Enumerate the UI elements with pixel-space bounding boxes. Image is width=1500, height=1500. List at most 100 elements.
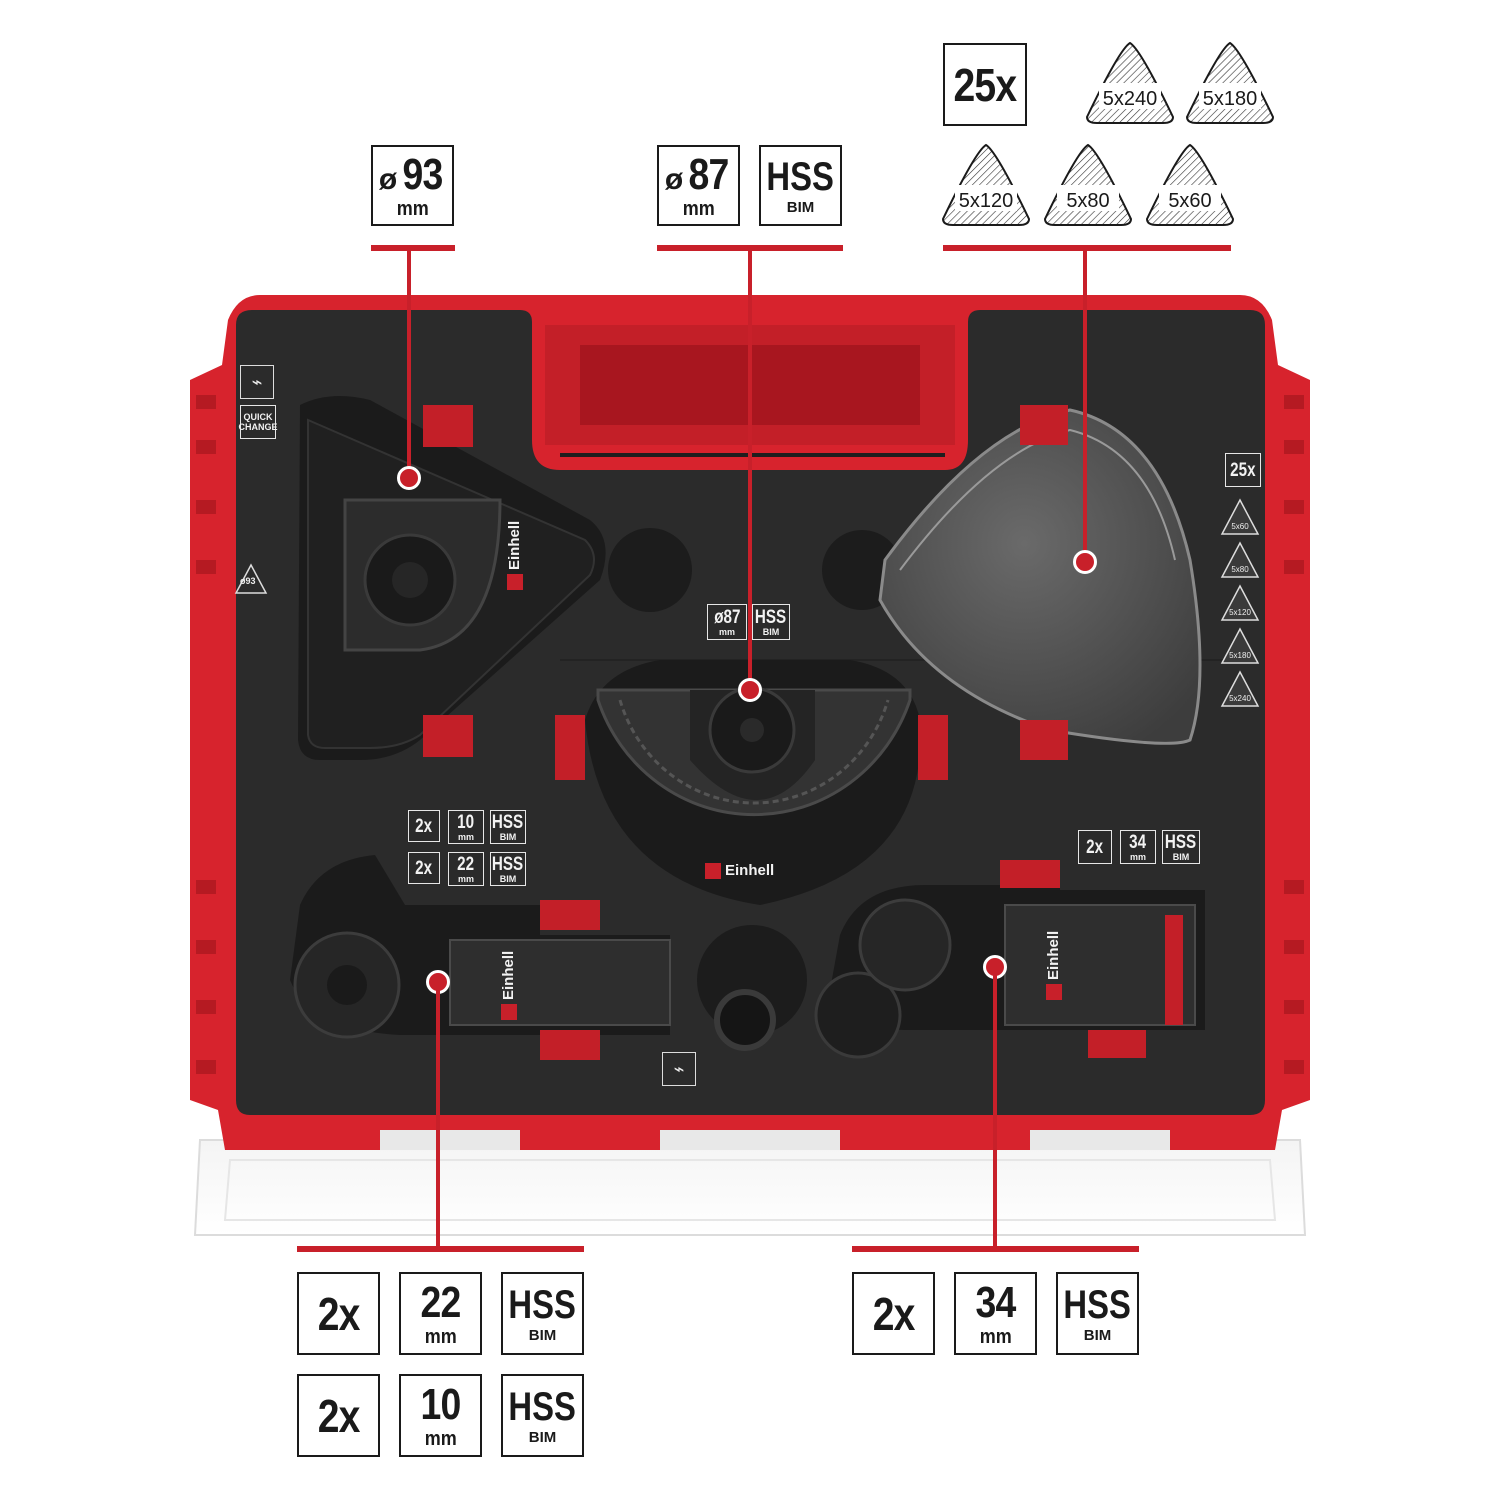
left-blade-1-count-value: 2x: [317, 1287, 361, 1340]
brand-name: Einhell: [725, 862, 775, 879]
pad-callout-line: [407, 245, 411, 480]
blade-callout-dot: [738, 678, 762, 702]
segment-saw-blade: [555, 660, 948, 1051]
diameter-symbol: ø: [378, 162, 398, 196]
right-blades-callout-line: [993, 967, 997, 1248]
tray-center-material-sub: BIM: [762, 626, 780, 637]
grit-triangle: 5x240: [1085, 41, 1175, 124]
grit-triangle: 5x60: [1145, 143, 1235, 226]
tray-grit-triangle: 5x180: [1220, 627, 1260, 664]
tray-center-dia-unit: mm: [718, 626, 735, 637]
tray-grit-triangle: 5x80: [1220, 541, 1260, 578]
brand-mark-center: Einhell: [705, 862, 774, 879]
quick-change-top: QUICK: [243, 412, 273, 422]
einhell-logo-icon: [705, 862, 721, 879]
blade-diameter-unit: mm: [682, 197, 715, 220]
pad-dia-badge: ø93: [234, 563, 268, 597]
tray-grit-triangle: 5x120: [1220, 584, 1260, 621]
grit-triangle: 5x80: [1043, 143, 1133, 226]
multitool-icon: ⌁: [240, 365, 274, 399]
blade-diameter-value: 87: [688, 149, 730, 199]
blade-callout-line: [748, 245, 752, 690]
pad-diameter-value: 93: [402, 149, 444, 199]
tray-center-material-value: HSS: [755, 606, 787, 628]
einhell-logo-icon: [500, 1004, 517, 1020]
grit-label: 5x240: [1103, 88, 1158, 110]
sanding-callout-line: [1083, 245, 1087, 563]
tray-left-row2-count: 2x: [408, 852, 440, 884]
left-blade-1-count: 2x: [297, 1272, 380, 1355]
tray-grit-label: 5x60: [1231, 522, 1249, 531]
right-blade-material: HSS BIM: [1056, 1272, 1139, 1355]
brand-mark-left: Einhell: [500, 951, 517, 1020]
grit-label: 5x180: [1203, 88, 1258, 110]
tray-center-dia: ø87 mm: [707, 604, 747, 640]
right-blades-callout-bar: [852, 1246, 1139, 1252]
left-blade-1-width-unit: mm: [424, 1325, 457, 1348]
sanding-callout-dot: [1073, 550, 1097, 574]
tray-grit-triangles: 5x60 5x80 5x120 5x180 5x240: [1220, 498, 1260, 707]
tray-grit-label: 5x120: [1229, 608, 1251, 617]
right-blade-material-value: HSS: [1063, 1282, 1132, 1327]
delta-sanding-pad: [298, 396, 692, 760]
tray-grit-triangle: 5x240: [1220, 670, 1260, 707]
right-blade-count: 2x: [852, 1272, 935, 1355]
pad-dia-text: ø93: [240, 576, 256, 586]
sanding-count-value: 25x: [953, 58, 1018, 111]
quick-change-label: QUICK CHANGE: [239, 405, 278, 439]
delta-pad-icon: [234, 563, 268, 594]
left-blade-2-count: 2x: [297, 1374, 380, 1457]
left-blade-1-material-sub: BIM: [528, 1326, 557, 1344]
right-blade-width-unit: mm: [979, 1325, 1012, 1348]
sanding-grit-triangles: 5x240 5x180 5x120 5x80 5x60: [941, 41, 1275, 226]
sanding-paper-pack: [822, 405, 1202, 760]
tray-center-material: HSS BIM: [752, 604, 790, 640]
left-blade-1-width: 22 mm: [399, 1272, 482, 1355]
brand-name: Einhell: [1045, 930, 1062, 980]
einhell-logo-icon: [1045, 984, 1062, 1000]
left-blade-2-width-unit: mm: [424, 1427, 457, 1450]
left-blades-callout-bar: [297, 1246, 584, 1252]
brand-mark-pad: Einhell: [506, 521, 523, 590]
grit-triangle: 5x120: [941, 143, 1031, 226]
grit-triangle: 5x180: [1185, 41, 1275, 124]
grit-label: 5x120: [959, 190, 1014, 212]
left-blade-2-width-value: 10: [420, 1379, 462, 1429]
tray-sanding-count-value: 25x: [1230, 459, 1256, 481]
tray-right-count: 2x: [1078, 830, 1112, 864]
grit-label: 5x60: [1168, 190, 1211, 212]
right-blade-material-sub: BIM: [1083, 1326, 1112, 1344]
tray-grit-triangle: 5x60: [1220, 498, 1260, 535]
left-blades-callout-line: [436, 982, 440, 1248]
brand-mark-right: Einhell: [1045, 931, 1062, 1000]
tray-left-row1-count: 2x: [408, 810, 440, 842]
sanding-count-spec: 25x: [943, 43, 1027, 126]
right-blade-width: 34 mm: [954, 1272, 1037, 1355]
pad-callout-dot: [397, 466, 421, 490]
tray-grit-list: 5x60 5x80 5x120 5x180 5x240: [1220, 498, 1260, 713]
left-blade-2-width: 10 mm: [399, 1374, 482, 1457]
blade-material-spec: HSS BIM: [759, 145, 842, 226]
plunge-blades-right: [814, 860, 1205, 1059]
tray-center-dia-value: ø87: [713, 606, 741, 628]
left-blade-1-material: HSS BIM: [501, 1272, 584, 1355]
case-lid: [193, 1139, 1307, 1236]
diameter-symbol: ø: [664, 162, 684, 196]
grit-label: 5x80: [1066, 190, 1109, 212]
left-blade-2-material: HSS BIM: [501, 1374, 584, 1457]
blade-material-value: HSS: [766, 154, 835, 199]
left-blade-1-material-value: HSS: [508, 1282, 577, 1327]
sanding-callout-bar: [943, 245, 1231, 251]
left-blade-2-material-value: HSS: [508, 1384, 577, 1429]
tray-grit-label: 5x180: [1229, 651, 1251, 660]
